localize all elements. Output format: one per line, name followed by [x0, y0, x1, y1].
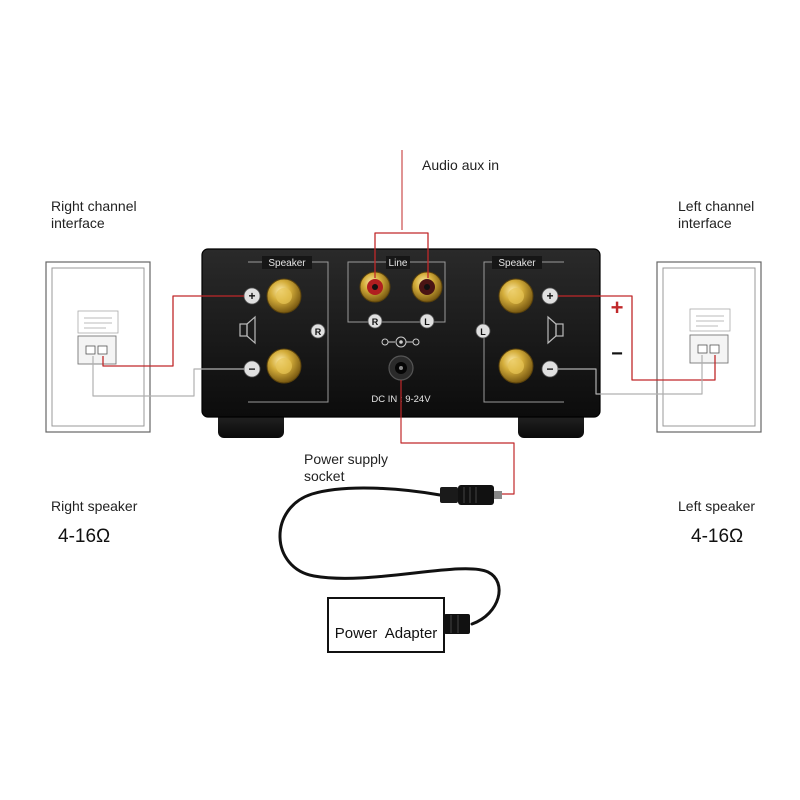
- left-channel-interface-label: Left channel interface: [678, 198, 754, 232]
- right-channel-interface-label: Right channel interface: [51, 198, 137, 232]
- rca-left-jack: [411, 271, 443, 303]
- channel-r-label: R: [315, 327, 322, 337]
- left-speaker-box: [656, 261, 762, 433]
- dc-polarity-icon: [381, 336, 420, 348]
- line-label: Line: [389, 258, 408, 269]
- rca-l-marker: [419, 313, 435, 329]
- speaker-label-left-channel: Speaker: [498, 258, 536, 269]
- power-supply-socket-line-2: socket: [304, 468, 345, 484]
- right-speaker-symbol-icon: [239, 315, 256, 345]
- right-speaker-nameplate: [77, 310, 119, 334]
- channel-l-marker: [475, 323, 491, 339]
- right-speaker-impedance: 4-16Ω: [58, 526, 111, 547]
- right-speaker-minus-wire: [92, 356, 244, 397]
- power-cable: [278, 486, 501, 626]
- rca-right-jack: [359, 271, 391, 303]
- left-speaker-plus-wire: [558, 295, 716, 381]
- left-minus-label: −: [546, 362, 553, 376]
- audio-aux-bracket: [374, 232, 429, 278]
- left-plus-label: +: [546, 289, 553, 303]
- right-channel-interface-line-1: Right channel: [51, 198, 137, 214]
- left-channel-interface-line-2: interface: [678, 215, 732, 231]
- right-channel-interface-line-2: interface: [51, 215, 105, 231]
- right-speaker-box: [45, 261, 151, 433]
- polarity-plus: +: [611, 295, 624, 320]
- left-speaker-symbol-icon: [547, 315, 564, 345]
- rca-l-label: L: [424, 317, 430, 327]
- power-supply-socket-line-1: Power supply: [304, 451, 389, 467]
- polarity-minus: −: [611, 343, 623, 365]
- power-adapter-label: Power Adapter: [335, 625, 438, 642]
- left-speaker-impedance: 4-16Ω: [691, 526, 744, 547]
- power-socket-callout-line: [400, 380, 515, 495]
- channel-l-label: L: [480, 327, 486, 337]
- right-speaker-label: Right speaker: [51, 498, 138, 514]
- amplifier: Speaker Speaker Line R L R L + − + − DC …: [201, 248, 601, 438]
- wires: [92, 150, 716, 626]
- left-speaker-terminal: [689, 334, 729, 364]
- left-speaker-nameplate: [689, 308, 731, 332]
- left-channel-interface-line-1: Left channel: [678, 198, 755, 214]
- power-adapter: Power Adapter: [327, 597, 470, 653]
- left-speaker-label: Left speaker: [678, 498, 756, 514]
- channel-r-marker: [310, 323, 326, 339]
- power-supply-socket-label: Power supply socket: [304, 451, 388, 485]
- audio-aux-in-label: Audio aux in: [422, 157, 500, 173]
- dc-power-socket: [388, 355, 414, 381]
- right-speaker-plus-wire: [102, 295, 244, 367]
- power-adapter-strain-relief: [444, 614, 470, 634]
- right-speaker-terminal: [77, 335, 117, 365]
- right-plus-label: +: [248, 289, 255, 303]
- left-speaker-minus-wire: [558, 355, 703, 395]
- rca-r-marker: [367, 313, 383, 329]
- rca-r-label: R: [372, 317, 379, 327]
- right-minus-label: −: [248, 362, 255, 376]
- speaker-label-right-channel: Speaker: [268, 258, 306, 269]
- dc-barrel-plug: [440, 485, 502, 505]
